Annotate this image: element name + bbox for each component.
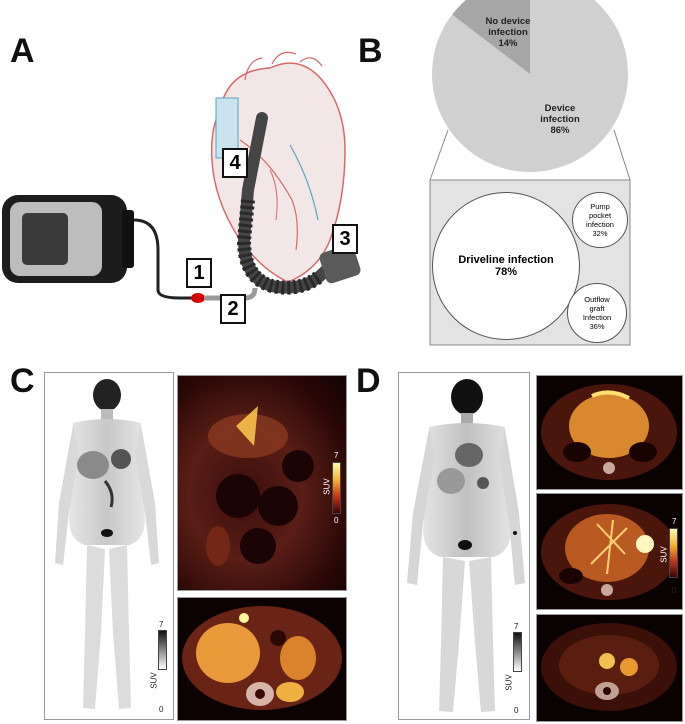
- device-label-4: 4: [222, 148, 248, 178]
- c-coronal-detail: [206, 406, 314, 566]
- d-mip-suv-max: 7: [514, 622, 519, 631]
- d-mip-suv-min: 0: [514, 706, 519, 715]
- c-mip-scan: [44, 372, 174, 720]
- c-axial-pet-ct: [177, 597, 347, 721]
- panel-label-b: B: [358, 32, 383, 70]
- d-mip-suv-scale: [513, 632, 522, 672]
- panel-label-a: A: [10, 32, 35, 70]
- pump-pocket-circle: Pump pocket infection 32%: [572, 192, 628, 248]
- outflow-graft-circle: Outflow graft Infection 36%: [567, 283, 627, 343]
- c-mip-suv-min: 0: [159, 705, 164, 714]
- pump-line3: infection: [586, 220, 614, 229]
- device-label-1: 1: [186, 258, 212, 288]
- c-mip-suv-max: 7: [159, 620, 164, 629]
- panel-label-d: D: [356, 362, 381, 400]
- pie-label-device-pct: 86%: [550, 125, 570, 136]
- d-axial-scan-2: [536, 493, 683, 610]
- c-coronal-suv-min: 0: [334, 516, 339, 525]
- driveline-infection-circle: Driveline infection 78%: [432, 192, 580, 340]
- d-axial-suv-label: SUV: [659, 546, 669, 563]
- d-axial-suv-scale: [669, 528, 678, 578]
- d-axial-suv-min: 0: [672, 586, 677, 595]
- outflow-line1: Outflow: [584, 295, 610, 304]
- c-coronal-suv-max: 7: [334, 451, 339, 460]
- d-axial-scan-1: [536, 375, 683, 490]
- c-mip-body: [55, 379, 159, 709]
- d-axial-1-detail: [541, 384, 677, 480]
- d-mip-suv-label: SUV: [504, 674, 514, 691]
- c-coronal-pet-ct: [177, 375, 347, 591]
- pie-label-no-device-pct: 14%: [498, 38, 518, 49]
- pump-line2: pocket: [588, 211, 612, 220]
- pie-label-no-device-line1: No device: [485, 16, 531, 27]
- outflow-pct: 36%: [589, 322, 605, 331]
- outflow-line3: Infection: [582, 313, 612, 322]
- pie-label-device-line1: Device: [544, 103, 576, 114]
- pie-label-device: Device infection 86%: [530, 103, 590, 136]
- device-label-2: 2: [220, 294, 246, 324]
- pie-slice-device: [432, 0, 628, 172]
- d-axial-3-detail: [541, 623, 677, 711]
- device-label-3: 3: [332, 224, 358, 254]
- c-mip-suv-label: SUV: [149, 672, 159, 689]
- driveline-pct: 78%: [494, 266, 518, 278]
- outflow-line2: graft: [589, 304, 605, 313]
- c-coronal-suv-scale: [332, 462, 341, 514]
- pie-label-no-device: No device infection 14%: [478, 16, 538, 49]
- lvad-heart-illustration: [2, 51, 361, 303]
- pie-label-no-device-line2: infection: [488, 27, 528, 38]
- pump-line1: Pump: [590, 202, 610, 211]
- d-mip-body: [407, 379, 525, 712]
- c-coronal-suv-label: SUV: [322, 478, 332, 495]
- pump-pct: 32%: [592, 229, 608, 238]
- d-mip-scan: [398, 372, 530, 720]
- c-mip-suv-scale: [158, 630, 167, 670]
- driveline-label: Driveline infection: [458, 254, 554, 266]
- d-axial-scan-3: [536, 614, 683, 722]
- d-axial-suv-max: 7: [672, 517, 677, 526]
- pie-label-device-line2: infection: [540, 114, 580, 125]
- c-axial-detail: [182, 606, 342, 710]
- d-axial-2-detail: [541, 504, 677, 600]
- pie-slice-no-device: [452, 0, 530, 74]
- panel-label-c: C: [10, 362, 35, 400]
